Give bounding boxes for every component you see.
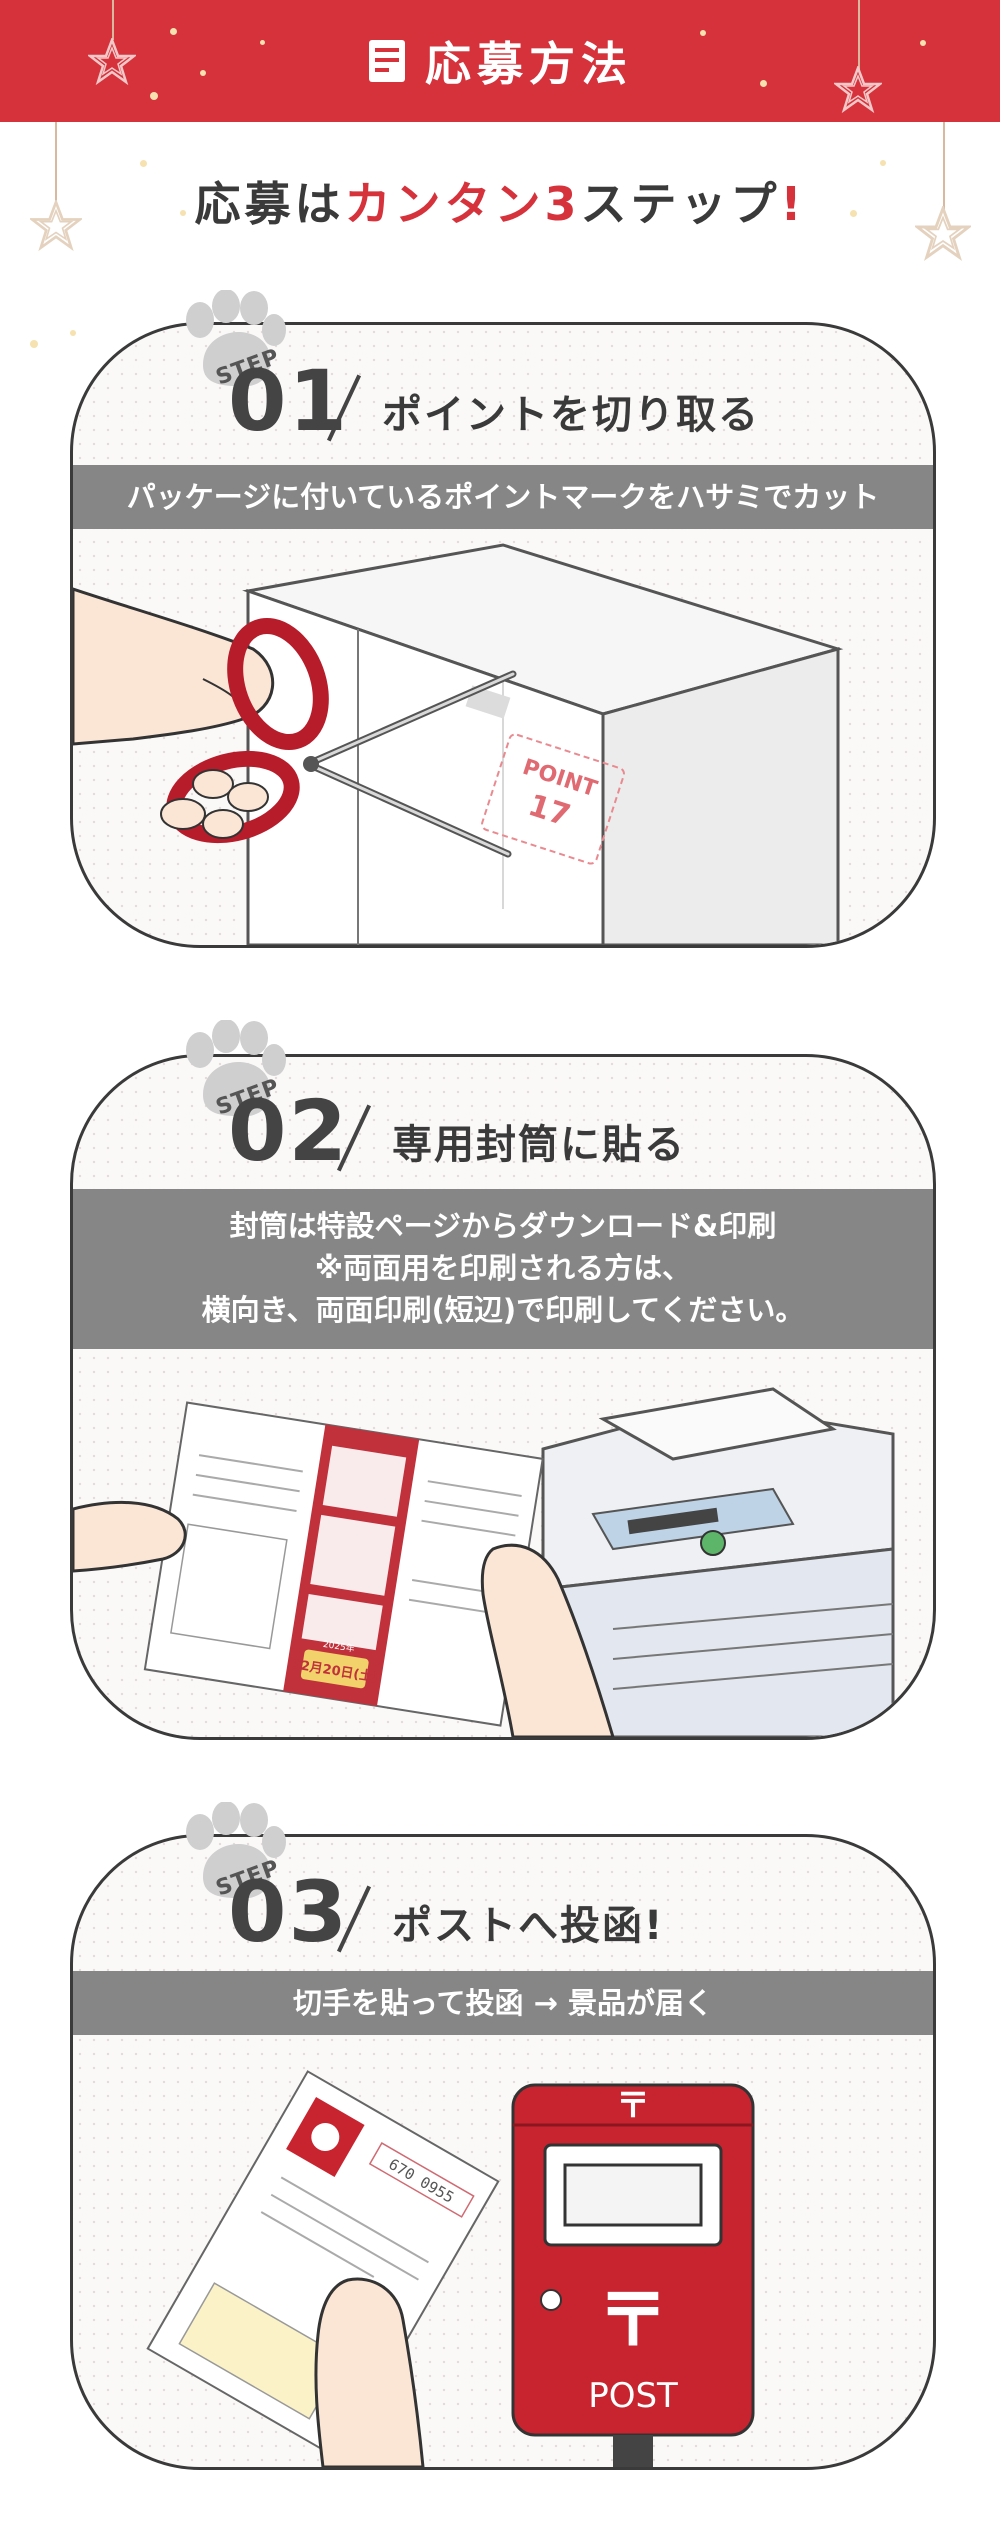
step-number: 02 [228, 1082, 349, 1180]
sparkle-dot [920, 40, 926, 46]
step-description-line: パッケージに付いているポイントマークをハサミでカット [126, 480, 880, 514]
sparkle-dot [30, 340, 38, 348]
step-number: 03 [228, 1863, 349, 1961]
ornament-string [943, 122, 945, 212]
step-description-line: 封筒は特設ページからダウンロード&印刷 [229, 1209, 777, 1243]
step-card-2: 封筒は特設ページからダウンロード&印刷 ※両面用を印刷される方は、 横向き、両面… [70, 1054, 936, 1740]
mail-post-illustration: 〒 〒 POST 670 0955 [146, 2070, 755, 2467]
subtitle-part: 応募は [194, 177, 345, 231]
paw-icon [186, 290, 286, 387]
sparkle-dot [140, 160, 147, 167]
paw-icon [186, 1802, 286, 1899]
step-description-line: 横向き、両面印刷(短辺)で印刷してください。 [201, 1293, 805, 1327]
page-title: 応募方法 [0, 0, 1000, 122]
star-ornament-icon [834, 66, 882, 114]
form-icon [369, 40, 405, 82]
sparkle-dot [70, 330, 76, 336]
sparkle-dot [700, 30, 706, 36]
ornament-string [858, 0, 860, 70]
subtitle: 応募はカンタン3ステップ! [0, 168, 1000, 234]
star-ornament-icon [30, 200, 82, 252]
step-description-line: ※両面用を印刷される方は、 [314, 1251, 692, 1285]
subtitle-exclamation: ! [780, 177, 806, 231]
ornament-string [112, 0, 114, 40]
step-description: パッケージに付いているポイントマークをハサミでカット [73, 465, 933, 529]
sparkle-dot [850, 210, 857, 217]
svg-text:〒: 〒 [597, 2278, 669, 2362]
subtitle-part: ステップ [580, 177, 781, 231]
sparkle-dot [760, 80, 767, 87]
sparkle-dot [180, 210, 186, 216]
step-title: 専用封筒に貼る [392, 1122, 686, 1168]
print-envelope-illustration: 12月20日(土) 2025年 [73, 1387, 895, 1737]
ornament-string [55, 122, 57, 202]
step-description: 切手を貼って投函 → 景品が届く [73, 1971, 933, 2035]
svg-text:〒: 〒 [616, 2086, 650, 2126]
sparkle-dot [200, 70, 206, 76]
star-ornament-icon [915, 206, 971, 262]
paw-icon [186, 1020, 286, 1117]
post-label: POST [588, 2376, 678, 2416]
step-title: ポストへ投函! [392, 1903, 665, 1949]
envelope: 670 0955 [146, 2070, 500, 2460]
step-number: 01 [228, 352, 349, 450]
subtitle-highlight: カンタン3 [344, 177, 581, 231]
step-title: ポイントを切り取る [382, 392, 760, 438]
step-card-3: 切手を貼って投函 → 景品が届く 〒 〒 POST 670 0955 [70, 1834, 936, 2470]
sparkle-dot [260, 40, 265, 45]
sparkle-dot [150, 92, 158, 100]
step-description: 封筒は特設ページからダウンロード&印刷 ※両面用を印刷される方は、 横向き、両面… [73, 1189, 933, 1349]
header-banner [0, 0, 1000, 122]
page-title-text: 応募方法 [425, 37, 633, 91]
step-card-1: パッケージに付いているポイントマークをハサミでカット POINT 17 [70, 322, 936, 948]
step-description-line: 切手を貼って投函 → 景品が届く [292, 1986, 714, 2020]
cut-point-illustration: POINT 17 [73, 543, 844, 945]
sparkle-dot [170, 28, 177, 35]
star-ornament-icon [88, 38, 136, 86]
sparkle-dot [880, 160, 886, 166]
